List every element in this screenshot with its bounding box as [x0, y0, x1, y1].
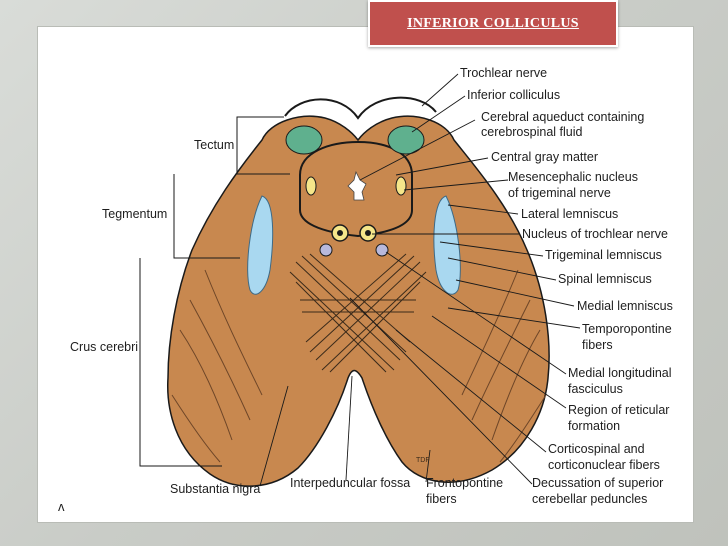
corner-mark: ʌ	[58, 499, 65, 514]
label-cerebral-aqueduct-1: Cerebral aqueduct containing	[481, 110, 645, 124]
label-spinal-lemniscus: Spinal lemniscus	[558, 272, 652, 286]
label-lateral-lemniscus: Lateral lemniscus	[521, 207, 619, 221]
artist-mark: TDF	[416, 457, 430, 464]
title-banner: INFERIOR COLLICULUS	[368, 0, 618, 47]
left-mesencephalic-nucleus	[305, 176, 317, 196]
crus-fiber-lines	[171, 269, 547, 463]
label-temporopontine-1: Temporopontine	[582, 322, 672, 336]
label-crus-cerebri: Crus cerebri	[70, 340, 139, 354]
label-decussation-2: cerebellar peduncles	[532, 492, 648, 506]
label-trochlear-nerve: Trochlear nerve	[460, 66, 548, 80]
label-mesencephalic-2: of trigeminal nerve	[508, 186, 611, 200]
left-colliculus	[285, 125, 323, 155]
cerebral-aqueduct	[347, 170, 367, 201]
label-reticular-1: Region of reticular	[568, 403, 670, 417]
label-medial-lemniscus: Medial lemniscus	[577, 299, 673, 313]
label-frontopontine-2: fibers	[426, 492, 457, 506]
label-mlf-1: Medial longitudinal	[568, 366, 672, 380]
label-trigeminal-lemniscus: Trigeminal lemniscus	[545, 248, 662, 262]
label-frontopontine-1: Frontopontine	[426, 476, 504, 490]
label-central-gray-matter: Central gray matter	[491, 150, 598, 164]
label-corticospinal-1: Corticospinal and	[548, 442, 645, 456]
decussation-hatching	[289, 253, 427, 373]
central-gray-outline	[299, 140, 413, 238]
label-tegmentum: Tegmentum	[102, 207, 168, 221]
label-decussation-1: Decussation of superior	[532, 476, 664, 490]
label-reticular-2: formation	[568, 419, 621, 433]
left-lemniscus	[247, 195, 274, 295]
trochlear-nerve-arc	[284, 96, 437, 120]
midbrain-section	[167, 115, 550, 487]
label-nucleus-trochlear: Nucleus of trochlear nerve	[522, 227, 668, 241]
label-mlf-2: fasciculus	[568, 382, 623, 396]
label-inferior-colliculus: Inferior colliculus	[467, 88, 561, 102]
right-colliculus	[387, 125, 425, 155]
right-mesencephalic-nucleus	[395, 176, 407, 196]
label-temporopontine-2: fibers	[582, 338, 613, 352]
left-mlf	[319, 243, 333, 257]
leader-lines	[259, 73, 581, 487]
left-brackets	[139, 116, 290, 467]
slide-title: INFERIOR COLLICULUS	[407, 15, 579, 31]
label-tectum: Tectum	[194, 138, 235, 152]
label-cerebral-aqueduct-2: cerebrospinal fluid	[481, 125, 583, 139]
label-interpeduncular-fossa: Interpeduncular fossa	[290, 476, 411, 490]
right-mlf	[375, 243, 389, 257]
right-lemniscus	[433, 195, 461, 295]
label-mesencephalic-1: Mesencephalic nucleus	[508, 170, 638, 184]
label-substantia-nigra: Substantia nigra	[170, 482, 261, 496]
label-corticospinal-2: corticonuclear fibers	[548, 458, 660, 472]
